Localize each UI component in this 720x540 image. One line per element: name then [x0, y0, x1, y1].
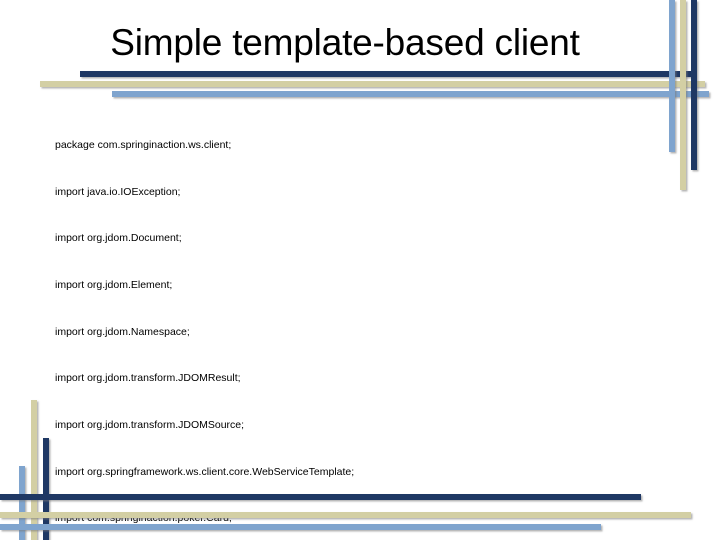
code-line: import org.springframework.ws.client.cor…: [55, 465, 355, 478]
tan-horizontal-rule-bottom: [0, 512, 691, 518]
code-line: import org.jdom.transform.JDOMSource;: [55, 418, 245, 431]
light-blue-vertical-rule-left: [19, 466, 25, 540]
code-line: import org.jdom.Namespace;: [55, 325, 190, 338]
code-block: package com.springinaction.ws.client; im…: [55, 107, 655, 540]
code-line: import java.io.IOException;: [55, 185, 181, 198]
tan-vertical-rule-right: [680, 0, 686, 190]
code-line: import org.jdom.transform.JDOMResult;: [55, 372, 241, 385]
navy-horizontal-rule-bottom: [0, 494, 641, 500]
tan-vertical-rule-left: [31, 400, 37, 540]
page-title: Simple template-based client: [110, 22, 580, 63]
code-line: package com.springinaction.ws.client;: [55, 139, 232, 152]
code-line: import org.jdom.Element;: [55, 279, 173, 292]
navy-vertical-rule-left: [43, 438, 49, 540]
tan-horizontal-rule-top: [40, 81, 705, 87]
light-blue-horizontal-rule-bottom: [0, 524, 601, 530]
code-line: import org.jdom.Document;: [55, 232, 182, 245]
navy-vertical-rule-right: [691, 0, 697, 170]
navy-horizontal-rule-top: [80, 71, 692, 77]
light-blue-horizontal-rule-top: [112, 91, 709, 97]
light-blue-vertical-rule-right: [669, 0, 675, 152]
